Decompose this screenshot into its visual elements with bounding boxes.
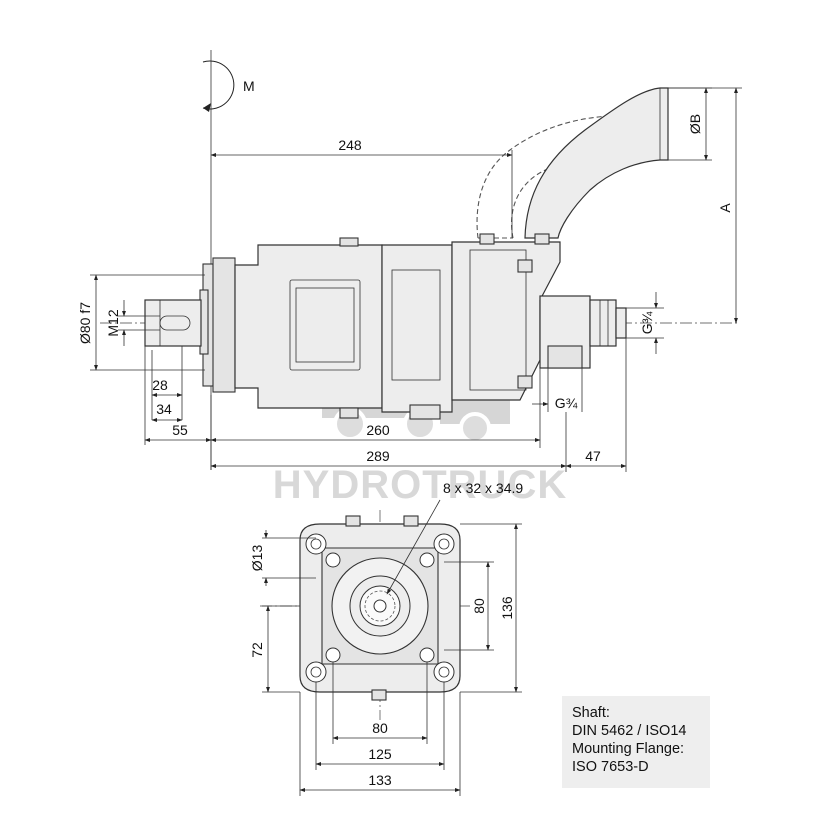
spec-info-box: Shaft: DIN 5462 / ISO14 Mounting Flange:… — [562, 696, 710, 788]
flange-label: Mounting Flange: — [572, 741, 685, 757]
dim-72: 72 — [249, 642, 265, 658]
rotation-label: M — [243, 78, 255, 94]
dim-hole-diameter: Ø13 — [249, 545, 265, 572]
side-view: M — [77, 50, 742, 472]
rotation-arrow-icon — [202, 60, 235, 112]
dim-125: 125 — [368, 746, 392, 762]
dim-port-right: G¾ — [639, 311, 655, 334]
spline-shaft-icon — [359, 585, 401, 627]
shaft-label: Shaft: — [572, 705, 610, 721]
dim-80-vertical: 80 — [471, 598, 487, 614]
front-view: 8 x 32 x 34.9 Ø13 72 80 136 80 125 — [249, 480, 523, 796]
dim-136: 136 — [499, 596, 515, 620]
mounting-hole-top-left-icon — [305, 533, 327, 555]
mounting-hole-top-right-icon — [433, 533, 455, 555]
dim-133: 133 — [368, 772, 392, 788]
dim-a: A — [717, 203, 733, 213]
dim-port-bottom: G¾ — [555, 395, 578, 411]
dim-260: 260 — [366, 422, 390, 438]
dim-248: 248 — [338, 137, 362, 153]
mounting-hole-bottom-left-icon — [305, 661, 327, 683]
dim-shaft-thread: M12 — [105, 309, 121, 336]
mounting-hole-bottom-right-icon — [433, 661, 455, 683]
dim-pilot-diameter: Ø80 f7 — [77, 302, 93, 344]
dim-28: 28 — [152, 377, 168, 393]
spline-callout: 8 x 32 x 34.9 — [443, 480, 523, 496]
shaft-value: DIN 5462 / ISO14 — [572, 723, 687, 739]
dim-55: 55 — [172, 422, 188, 438]
dim-289: 289 — [366, 448, 390, 464]
flange-value: ISO 7653-D — [572, 759, 649, 775]
dim-80-horizontal: 80 — [372, 720, 388, 736]
dim-34: 34 — [156, 401, 172, 417]
dim-47: 47 — [585, 448, 601, 464]
dim-diameter-b: ØB — [687, 114, 703, 134]
watermark-text: HYDROTRUCK — [273, 463, 567, 507]
